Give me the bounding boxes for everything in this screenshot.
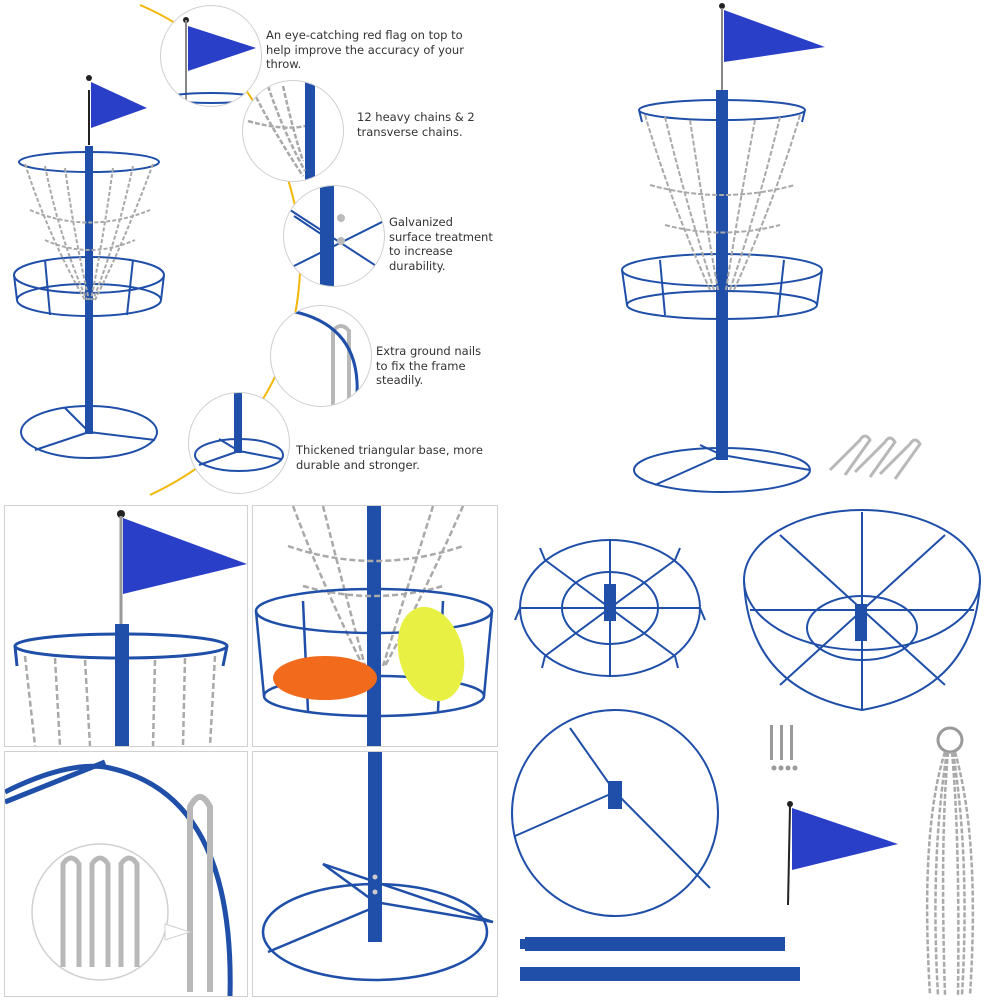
feature-text-ground-nails: Extra ground nails to fix the frame stea… <box>376 344 482 387</box>
basket-part-icon <box>743 509 981 712</box>
feature-callouts: An eye-catching red flag on top to help … <box>0 0 500 500</box>
feature-text-chains: 12 heavy chains & 2 transverse chains. <box>357 110 475 139</box>
disc-golf-basket-icon <box>13 75 165 459</box>
pole-lower-icon <box>520 967 800 981</box>
basket-with-discs-icon <box>254 506 494 746</box>
base-closeup-icon <box>261 752 494 982</box>
screws-icon <box>770 725 798 771</box>
ground-nails-closeup-icon <box>5 759 233 996</box>
pole-upper-icon <box>520 937 785 951</box>
disc-golf-basket-full-icon <box>621 3 922 493</box>
chain-bundle-icon <box>925 726 975 996</box>
panel-base-closeup <box>252 751 498 997</box>
panel-basket-discs <box>252 505 498 747</box>
triangular-base-part-icon <box>511 709 719 917</box>
panel-ground-nails <box>4 751 248 997</box>
flag-closeup-icon <box>13 510 247 746</box>
product-main-view <box>500 0 1000 500</box>
flag-detail-icon <box>160 5 262 107</box>
feature-text-base: Thickened triangular base, more durable … <box>296 443 483 472</box>
feature-text-galvanized: Galvanized surface treatment to increase… <box>389 215 493 273</box>
parts-breakdown <box>500 500 1000 1000</box>
panel-flag-closeup <box>4 505 248 747</box>
feature-text-flag: An eye-catching red flag on top to help … <box>266 28 464 71</box>
yellow-disc-icon <box>397 606 465 702</box>
orange-disc-icon <box>273 656 377 700</box>
ground-nail-icon <box>270 305 372 407</box>
flag-part-icon <box>787 801 898 906</box>
chains-detail-icon <box>242 80 344 182</box>
chain-holder-ring-icon <box>514 539 706 677</box>
triangular-base-icon <box>188 392 290 494</box>
galvanized-joint-icon <box>283 185 385 287</box>
